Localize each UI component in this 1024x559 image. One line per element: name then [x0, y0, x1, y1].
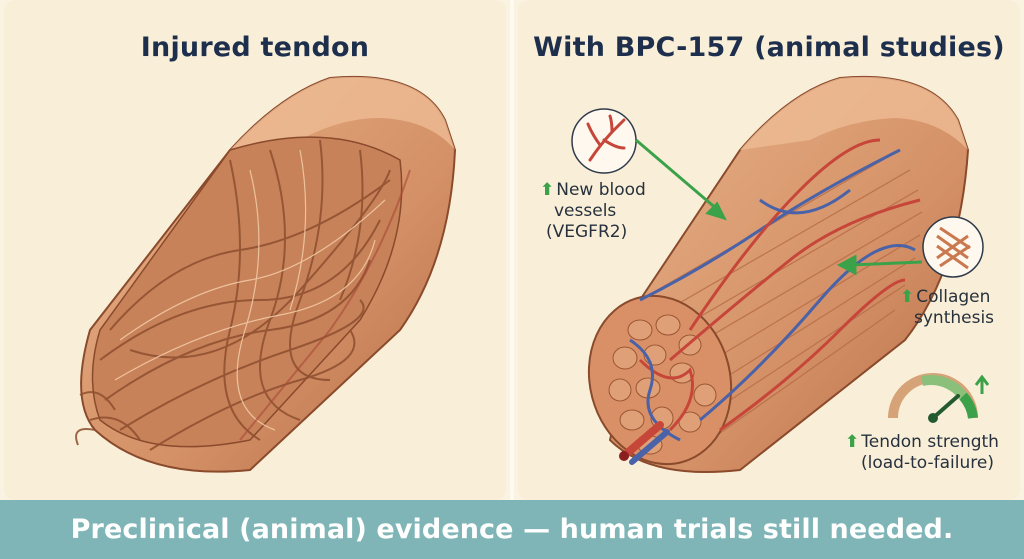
injured-tendon-illustration	[75, 75, 457, 473]
up-arrow-icon: ⬆	[540, 180, 555, 200]
evidence-footer-text: Preclinical (animal) evidence — human tr…	[70, 514, 954, 545]
injured-tendon-title: Injured tendon	[140, 32, 370, 63]
collagen-callout: ⬆Collagen synthesis	[900, 287, 995, 328]
bpc157-title: With BPC-157 (animal studies)	[533, 32, 1005, 63]
up-arrow-icon: ⬆	[845, 432, 860, 452]
panel-divider	[510, 0, 514, 500]
blood-vessel-icon	[571, 108, 637, 174]
callout-arrows	[635, 138, 923, 276]
strength-callout: ⬆Tendon strength (load-to-failure)	[845, 432, 999, 473]
illustration-canvas	[75, 75, 990, 473]
up-arrow-icon: ⬆	[900, 287, 915, 307]
collagen-weave-icon	[922, 216, 984, 278]
vessels-callout: ⬆New blood vessels (VEGFR2)	[540, 180, 646, 242]
strength-gauge-icon	[888, 373, 990, 423]
evidence-footer-banner: Preclinical (animal) evidence — human tr…	[0, 500, 1024, 559]
healing-tendon-illustration	[587, 75, 970, 473]
